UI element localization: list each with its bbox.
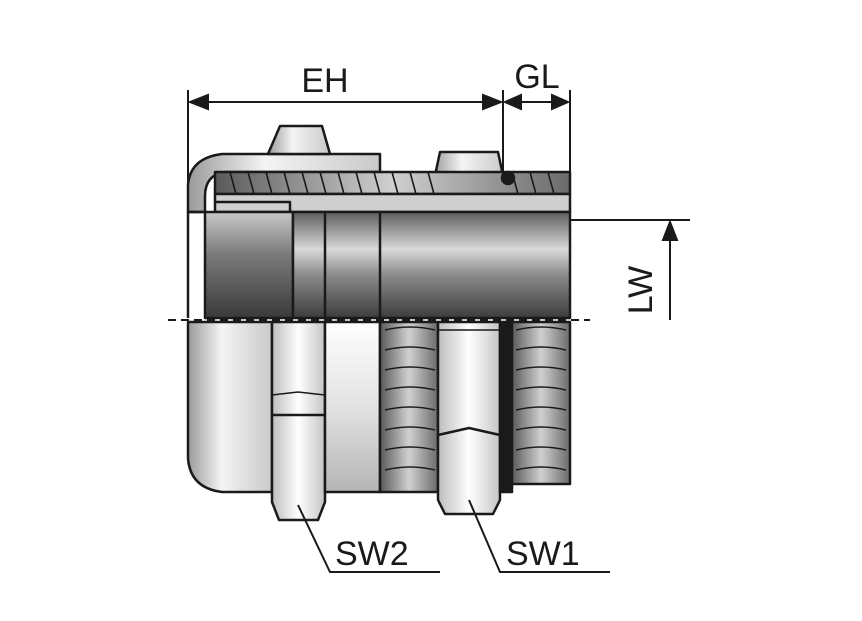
- collar: [323, 320, 382, 494]
- o-ring-lower: [498, 320, 514, 494]
- sw1-hex-nut: [436, 320, 502, 516]
- sw1-leader: [468, 499, 610, 573]
- bore-body-section: [291, 210, 572, 320]
- sw1-label: SW1: [506, 535, 580, 573]
- lw-label: LW: [622, 266, 660, 314]
- sw2-label: SW2: [335, 535, 409, 573]
- lower-exterior: [186, 320, 572, 522]
- dome-cap-exterior: [186, 320, 274, 494]
- cap-lug-top: [266, 124, 332, 156]
- sw2-hex-nut: [270, 320, 327, 522]
- eh-label: EH: [301, 62, 348, 100]
- upper-section: [186, 124, 572, 320]
- o-ring-upper: [500, 170, 516, 186]
- dimension-lines: [187, 90, 690, 573]
- sw2-leader: [297, 504, 440, 573]
- seal-insert-section: [203, 210, 295, 320]
- gl-label: GL: [514, 58, 559, 96]
